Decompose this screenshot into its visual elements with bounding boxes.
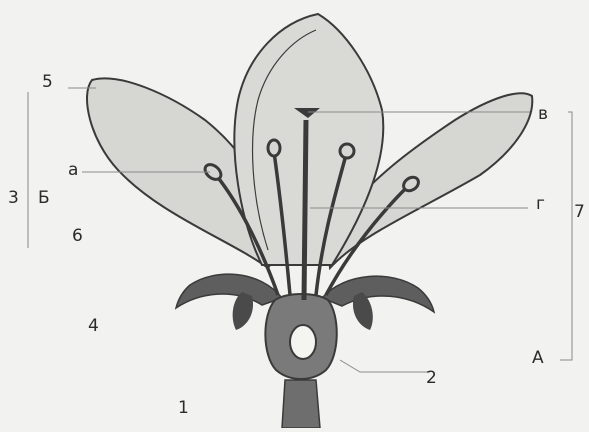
label-1: 1 (178, 400, 189, 417)
label-v: в (538, 106, 548, 123)
label-6: 6 (72, 228, 83, 245)
bracket-7 (560, 112, 572, 360)
pistil-style (304, 120, 306, 300)
label-4: 4 (88, 318, 99, 335)
stem (282, 380, 320, 428)
sepal-left (176, 274, 282, 308)
nectary-left (233, 292, 253, 330)
sepal-right (322, 276, 434, 312)
label-B: Б (38, 190, 50, 207)
label-a: а (68, 162, 78, 179)
stamen-anther-2 (268, 140, 280, 156)
ovule (290, 325, 316, 359)
leader-2 (340, 360, 430, 372)
stamen-anther-3 (340, 144, 354, 158)
nectary-right (353, 292, 373, 330)
label-2: 2 (426, 370, 437, 387)
label-5: 5 (42, 74, 53, 91)
label-g: г (536, 196, 545, 213)
label-3: 3 (8, 190, 19, 207)
label-7: 7 (574, 204, 585, 221)
label-A: А (532, 350, 544, 367)
